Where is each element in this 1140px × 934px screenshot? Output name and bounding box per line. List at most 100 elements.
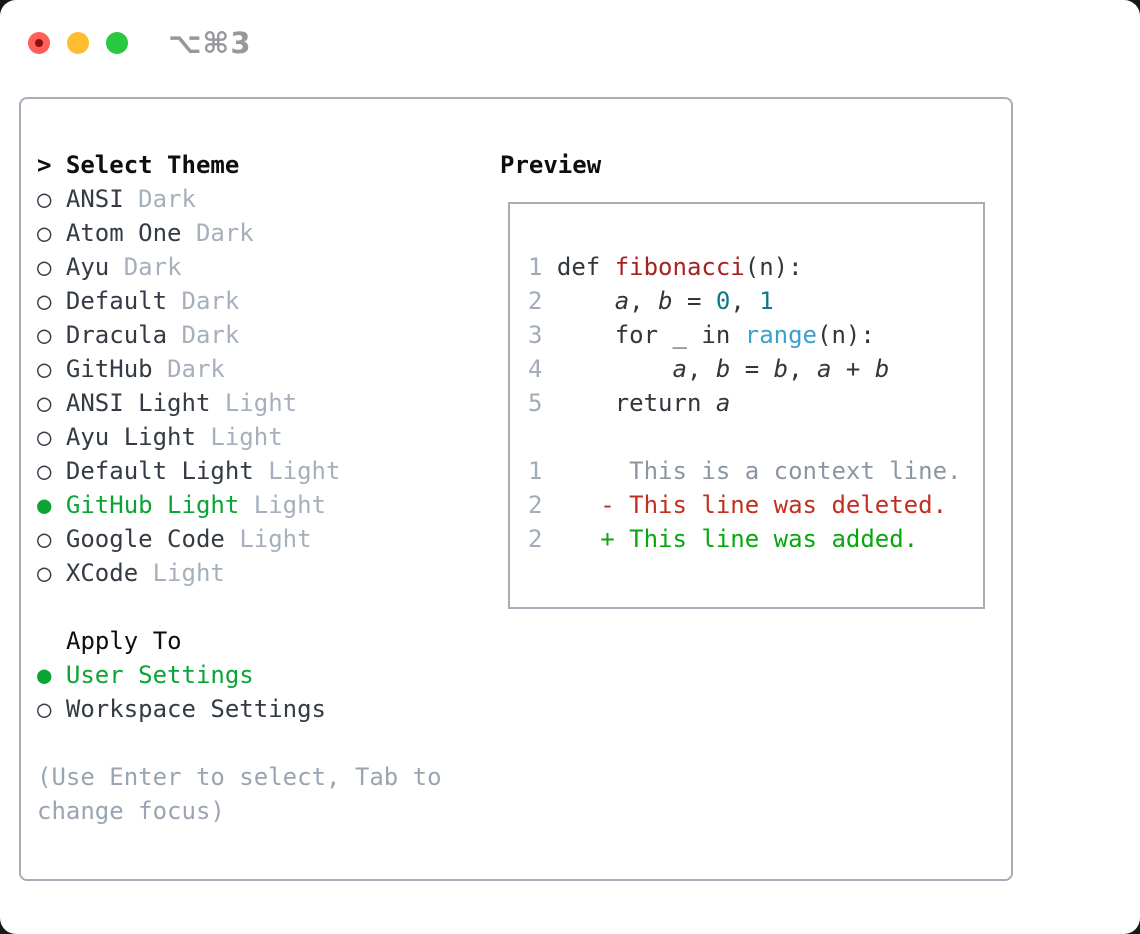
theme-variant: Light — [224, 389, 298, 417]
code-token-num: 1 — [759, 287, 774, 315]
close-button[interactable] — [28, 32, 50, 54]
code-token-added: + This line was added. — [542, 525, 919, 553]
code-token-num: 0 — [715, 287, 731, 315]
theme-name: Atom One — [65, 219, 182, 247]
radio-unselected-icon: ○ — [37, 559, 52, 587]
code-token-var: a — [715, 389, 731, 417]
theme-name: Dracula — [65, 321, 168, 349]
theme-variant: Dark — [181, 287, 240, 315]
theme-name: Ayu — [65, 253, 110, 281]
code-token-var: b — [658, 287, 673, 315]
theme-option-xcode[interactable]: ○ XCode Light — [37, 556, 442, 590]
theme-variant: Light — [268, 457, 341, 485]
code-token-var: b — [874, 355, 890, 383]
preview-line: 2 a, b = 0, 1 — [528, 284, 983, 318]
line-number: 1 — [528, 253, 543, 281]
code-token-var: b — [773, 355, 789, 383]
theme-option-ansi[interactable]: ○ ANSI Dark — [37, 182, 442, 216]
radio-unselected-icon: ○ — [37, 457, 52, 485]
theme-variant: Dark — [138, 185, 196, 213]
radio-unselected-icon: ○ — [37, 253, 52, 281]
theme-option-default[interactable]: ○ Default Dark — [37, 284, 442, 318]
theme-variant: Dark — [123, 253, 182, 281]
code-token-code: = — [730, 355, 774, 383]
preview-line — [528, 420, 983, 454]
code-token-code: + — [831, 355, 875, 383]
apply-option-user-settings[interactable]: ● User Settings — [37, 658, 442, 692]
theme-option-github[interactable]: ○ GitHub Dark — [37, 352, 442, 386]
code-token-var: a — [614, 287, 630, 315]
radio-unselected-icon: ○ — [37, 525, 52, 553]
theme-option-ayu[interactable]: ○ Ayu Dark — [37, 250, 442, 284]
radio-unselected-icon: ○ — [37, 185, 52, 213]
theme-name: GitHub Light — [65, 491, 240, 519]
select-theme-heading: > Select Theme — [37, 148, 442, 182]
theme-variant: Dark — [181, 321, 240, 349]
code-token-context: This is a context line. — [542, 457, 962, 485]
apply-option-workspace-settings[interactable]: ○ Workspace Settings — [37, 692, 442, 726]
code-token-code — [542, 355, 672, 383]
code-token-code: , — [686, 355, 716, 383]
line-number: 1 — [528, 457, 543, 485]
code-token-code — [542, 287, 614, 315]
theme-variant: Light — [253, 491, 326, 519]
theme-variant: Light — [152, 559, 225, 587]
theme-variant: Light — [210, 423, 283, 451]
line-number: 5 — [528, 389, 543, 417]
code-token-code: (n): — [817, 321, 875, 349]
radio-unselected-icon: ○ — [37, 423, 52, 451]
preview-line: 5 return a — [528, 386, 983, 420]
code-token-code: = — [672, 287, 716, 315]
line-number: 2 — [528, 491, 543, 519]
select-theme-heading-label: Select Theme — [65, 151, 240, 179]
code-token-code: , — [730, 287, 760, 315]
prompt-caret: > — [37, 151, 66, 179]
code-token-code: , — [788, 355, 818, 383]
apply-option-label: Workspace Settings — [65, 695, 326, 723]
minimize-button[interactable] — [67, 32, 89, 54]
code-token-var: a — [817, 355, 832, 383]
maximize-button[interactable] — [106, 32, 128, 54]
code-token-func: fibonacci — [614, 253, 745, 281]
theme-variant: Dark — [195, 219, 254, 247]
spacer — [37, 726, 442, 760]
code-token-var: a — [672, 355, 687, 383]
code-token-code: return — [542, 389, 716, 417]
code-token-code: (n): — [744, 253, 803, 281]
theme-name: XCode — [65, 559, 139, 587]
radio-unselected-icon: ○ — [37, 287, 52, 315]
code-token-code: for _ in — [542, 321, 745, 349]
theme-option-default-light[interactable]: ○ Default Light Light — [37, 454, 442, 488]
theme-name: Default Light — [65, 457, 254, 485]
radio-unselected-icon: ○ — [37, 219, 52, 247]
radio-unselected-icon: ○ — [37, 321, 52, 349]
theme-name: Default — [65, 287, 168, 315]
theme-option-google-code[interactable]: ○ Google Code Light — [37, 522, 442, 556]
radio-unselected-icon: ○ — [37, 355, 52, 383]
theme-option-ansi-light[interactable]: ○ ANSI Light Light — [37, 386, 442, 420]
apply-to-heading: Apply To — [66, 627, 182, 655]
spacer — [37, 590, 442, 624]
theme-name: Ayu Light — [65, 423, 196, 451]
theme-option-ayu-light[interactable]: ○ Ayu Light Light — [37, 420, 442, 454]
theme-list: ○ ANSI Dark○ Atom One Dark○ Ayu Dark○ De… — [37, 182, 442, 590]
radio-selected-icon: ● — [37, 661, 52, 689]
radio-unselected-icon: ○ — [37, 389, 52, 417]
theme-variant: Dark — [167, 355, 225, 383]
titlebar: ⌥⌘3 — [28, 26, 252, 60]
preview-line: 2 - This line was deleted. — [528, 488, 983, 522]
theme-option-dracula[interactable]: ○ Dracula Dark — [37, 318, 442, 352]
theme-option-github-light[interactable]: ● GitHub Light Light — [37, 488, 442, 522]
theme-name: Google Code — [65, 525, 225, 553]
preview-line: 1 This is a context line. — [528, 454, 983, 488]
preview-line: 4 a, b = b, a + b — [528, 352, 983, 386]
code-token-var: b — [715, 355, 731, 383]
preview-heading: Preview — [500, 151, 602, 179]
theme-name: GitHub — [65, 355, 153, 383]
line-number: 2 — [528, 287, 543, 315]
theme-option-atom-one[interactable]: ○ Atom One Dark — [37, 216, 442, 250]
theme-name: ANSI — [65, 185, 124, 213]
